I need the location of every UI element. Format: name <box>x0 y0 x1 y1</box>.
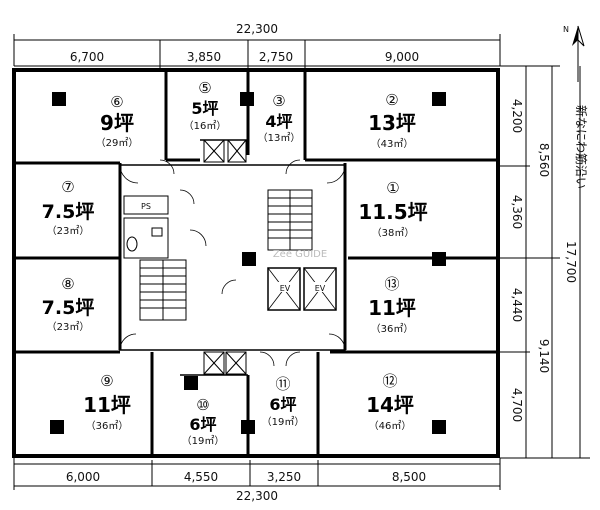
unit-7-area: （23㎡） <box>47 225 90 237</box>
unit-6-number: ⑥ <box>110 93 123 111</box>
north-arrow: N <box>563 25 585 82</box>
unit-9-number: ⑨ <box>100 372 113 390</box>
right-dimension-2: 4,360 <box>510 195 524 229</box>
unit-5-tsubo: 5坪 <box>191 99 218 118</box>
unit-13-number: ⑬ <box>384 275 399 293</box>
bottom-total-dimension: 22,300 <box>236 489 278 503</box>
top-dimension-1: 6,700 <box>70 50 104 64</box>
unit-1-number: ① <box>386 179 399 197</box>
unit-12-tsubo: 14坪 <box>366 393 414 417</box>
unit-11: ⑪ 6坪 （19㎡） <box>262 375 305 428</box>
unit-2-area: （43㎡） <box>371 138 414 150</box>
unit-1: ① 11.5坪 （38㎡） <box>358 179 427 239</box>
building-outline <box>12 68 500 458</box>
unit-2-tsubo: 13坪 <box>368 111 416 135</box>
unit-3-tsubo: 4坪 <box>265 112 292 131</box>
unit-13: ⑬ 11坪 （36㎡） <box>368 275 416 335</box>
bottom-dimension-4: 8,500 <box>392 470 426 484</box>
unit-12: ⑫ 14坪 （46㎡） <box>366 372 414 432</box>
core-area: PS EV EV <box>119 139 346 376</box>
unit-7-tsubo: 7.5坪 <box>42 201 95 223</box>
unit-8-tsubo: 7.5坪 <box>42 297 95 319</box>
unit-10-area: （19㎡） <box>182 435 225 447</box>
unit-11-number: ⑪ <box>275 375 290 393</box>
right-total-dimension: 17,700 <box>564 241 578 283</box>
right-dimension-upper-half: 8,560 <box>537 143 551 177</box>
ev-label-2: EV <box>315 284 326 293</box>
unit-7: ⑦ 7.5坪 （23㎡） <box>42 178 95 237</box>
unit-7-number: ⑦ <box>61 178 74 196</box>
structural-columns <box>50 92 446 434</box>
unit-9: ⑨ 11坪 （36㎡） <box>83 372 131 432</box>
unit-6-tsubo: 9坪 <box>100 111 134 135</box>
unit-13-area: （36㎡） <box>371 323 414 335</box>
unit-12-number: ⑫ <box>382 372 397 390</box>
unit-3-area: （13㎡） <box>258 132 301 144</box>
right-dimension-lower-half: 9,140 <box>537 339 551 373</box>
street-label: 新なにわ筋沿い <box>574 105 589 189</box>
unit-13-tsubo: 11坪 <box>368 296 416 320</box>
unit-10-number: ⑩ <box>196 396 209 414</box>
ev-label-1: EV <box>280 284 291 293</box>
right-dimension-4: 4,700 <box>510 388 524 422</box>
unit-1-area: （38㎡） <box>372 227 415 239</box>
upper-stairs <box>267 189 313 251</box>
unit-10: ⑩ 6坪 （19㎡） <box>182 396 225 447</box>
unit-6-area: （29㎡） <box>96 137 139 149</box>
right-dimensions: 4,200 4,360 4,440 4,700 8,560 9,140 17,7… <box>500 65 590 459</box>
lower-stairs <box>139 259 187 321</box>
top-total-dimension: 22,300 <box>236 22 278 36</box>
unit-11-tsubo: 6坪 <box>269 395 296 414</box>
ps-label: PS <box>141 202 151 211</box>
north-label: N <box>563 25 569 34</box>
top-dimension-2: 3,850 <box>187 50 221 64</box>
unit-6: ⑥ 9坪 （29㎡） <box>96 93 139 149</box>
unit-9-area: （36㎡） <box>86 420 129 432</box>
unit-5: ⑤ 5坪 （16㎡） <box>184 79 227 132</box>
unit-5-area: （16㎡） <box>184 120 227 132</box>
top-dimensions: 22,300 6,700 3,850 2,750 9,000 <box>13 22 501 70</box>
unit-8-area: （23㎡） <box>47 321 90 333</box>
unit-3: ③ 4坪 （13㎡） <box>258 92 301 144</box>
unit-2-number: ② <box>385 91 398 109</box>
unit-3-number: ③ <box>272 92 285 110</box>
top-dimension-4: 9,000 <box>385 50 419 64</box>
unit-5-number: ⑤ <box>198 79 211 97</box>
bottom-dimension-1: 6,000 <box>66 470 100 484</box>
bottom-dimensions: 6,000 4,550 3,250 8,500 22,300 <box>13 458 501 503</box>
unit-11-area: （19㎡） <box>262 416 305 428</box>
unit-8-number: ⑧ <box>61 275 74 293</box>
right-dimension-3: 4,440 <box>510 288 524 322</box>
unit-8: ⑧ 7.5坪 （23㎡） <box>42 275 95 333</box>
bottom-dimension-3: 3,250 <box>267 470 301 484</box>
unit-10-tsubo: 6坪 <box>189 415 216 434</box>
right-dimension-1: 4,200 <box>510 99 524 133</box>
unit-12-area: （46㎡） <box>369 420 412 432</box>
unit-9-tsubo: 11坪 <box>83 393 131 417</box>
watermark: Zee GUIDE <box>273 249 327 260</box>
unit-2: ② 13坪 （43㎡） <box>368 91 416 150</box>
bottom-dimension-2: 4,550 <box>184 470 218 484</box>
unit-1-tsubo: 11.5坪 <box>358 200 427 224</box>
top-dimension-3: 2,750 <box>259 50 293 64</box>
